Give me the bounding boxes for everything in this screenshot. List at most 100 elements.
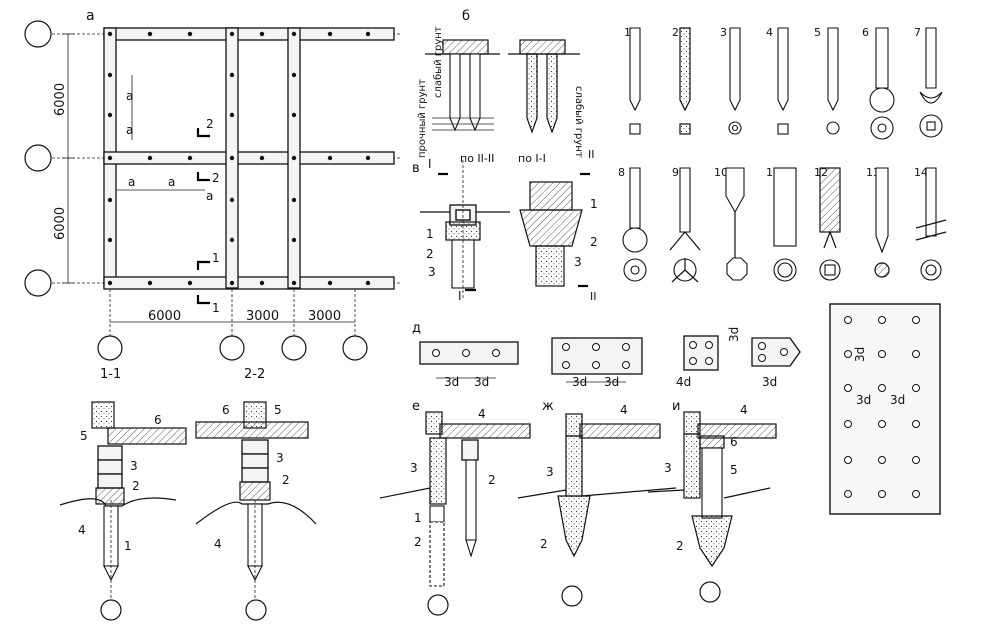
axis-bubble-left-bottom [24,269,52,297]
cut-marker-1-bottom [196,295,210,305]
cut-marker-2-bottom [196,172,210,182]
axis-bubble-2-2 [245,599,267,621]
svg-text:4: 4 [214,537,222,551]
cut-marker-1-top [196,260,210,270]
svg-text:3: 3 [720,26,727,39]
svg-text:7: 7 [914,26,921,39]
panel-d: д 3d 3d 3d 3d 3d 4d 3d 3d 3d 3d [412,303,941,515]
svg-text:8: 8 [618,166,625,179]
section-label-i: и [672,399,680,414]
svg-text:5: 5 [274,403,282,417]
svg-text:14: 14 [914,166,928,179]
panels-e-zh-i: е 4 3 2 1 2 ж 4 3 2 и 4 3 6 [379,399,777,616]
title-2-2: 2-2 [244,367,265,382]
pile-type-11: 11 [766,166,797,282]
section-label-a: а [86,8,95,24]
pile-type-13: 13 [866,166,890,278]
pile-field-holes [844,316,920,498]
d-3d-2: 3d [474,375,489,389]
spacing-a-3: а [128,175,135,189]
svg-text:5: 5 [814,26,821,39]
dim-bottom-2: 3000 [246,309,279,324]
cut-label-1-bottom: 1 [212,301,220,315]
d-3d-6: 3d [762,375,777,389]
section-label-b: б [462,9,470,24]
grillage-section-v [529,181,573,211]
svg-text:9: 9 [672,166,679,179]
section-label-e: е [412,399,420,414]
svg-text:3: 3 [664,461,672,475]
axis-bubble-zh [561,585,583,607]
d-3d-9: 3d [890,393,905,407]
v-r3: 3 [574,255,582,269]
v-n3: 3 [428,265,436,279]
pile-type-2: 2 [672,26,691,135]
panel-b: б слабый грунт прочный грунт слабый грун… [417,9,584,158]
pile-type-10: 10 [714,166,748,281]
svg-text:2: 2 [488,473,496,487]
pile-type-5: 5 [814,26,840,135]
svg-text:4: 4 [766,26,773,39]
d-3d-7: 3d [853,347,867,362]
spacing-a-2: а [126,123,133,137]
svg-text:5: 5 [80,429,88,443]
d-3d-3: 3d [572,375,587,389]
svg-text:3: 3 [546,465,554,479]
svg-text:2: 2 [672,26,679,39]
pile-type-7: 7 [914,26,943,138]
pile-type-8: 8 [618,166,648,282]
svg-text:4: 4 [78,523,86,537]
cluster-4-grillage [683,335,719,371]
axis-bubble-bottom-4 [342,335,368,361]
pile-types: 1 2 3 4 5 6 7 [618,26,947,283]
tapered-pile-zh [557,495,591,558]
soil-strong-left: прочный грунт [417,79,428,158]
svg-text:2: 2 [132,479,140,493]
svg-text:3: 3 [130,459,138,473]
cap-left [442,39,489,55]
svg-text:4: 4 [478,407,486,421]
cut-marker-2-top [196,128,210,138]
svg-text:6: 6 [862,26,869,39]
plan-panel: а [24,8,400,361]
svg-text:2: 2 [282,473,290,487]
slab-i [697,423,777,439]
v-n1: 1 [426,227,434,241]
svg-text:6: 6 [154,413,162,427]
section-label-zh: ж [542,399,554,414]
pile-section-v [535,245,565,287]
axis-bubble-1-1 [100,599,122,621]
axis-bubble-e [427,594,449,616]
axis-bubble-left-top [24,20,52,48]
panel-v: в I по II-II 1 2 3 I по I-I II 1 2 3 II [412,148,598,303]
grillage-middle [103,151,395,165]
pile-type-3: 3 [720,26,742,135]
axis-bubble-i [699,581,721,603]
svg-text:1: 1 [414,511,422,525]
v-r1: 1 [590,197,598,211]
cut-I-top: I [428,157,432,171]
pile-type-14: 14 [914,166,947,281]
cut-II-bottom: II [590,290,597,303]
end-bearing-piles [449,53,481,132]
sections-1-2: 1-1 2-2 6 5 3 2 4 1 6 5 3 2 4 [59,367,317,621]
cut-label-1-top: 1 [212,251,220,265]
cut-I-bottom: I [458,289,462,303]
axis-bubble-bottom-3 [281,335,307,361]
pile-field-grillage [829,303,941,515]
soil-weak-right: слабый грунт [573,86,584,158]
svg-text:4: 4 [620,403,628,417]
spacing-a-1: а [126,89,133,103]
pile-type-1: 1 [624,26,641,135]
svg-text:5: 5 [730,463,738,477]
label-by-I: по I-I [518,152,546,165]
axis-bubble-bottom-2 [219,335,245,361]
svg-text:2: 2 [676,539,684,553]
cut-II-top: II [588,148,595,161]
d-3d-1: 3d [444,375,459,389]
pile-type-4: 4 [766,26,789,135]
tapered-pile-i [691,515,733,568]
slab-e [439,423,531,439]
soil-weak-left: слабый грунт [433,26,444,98]
